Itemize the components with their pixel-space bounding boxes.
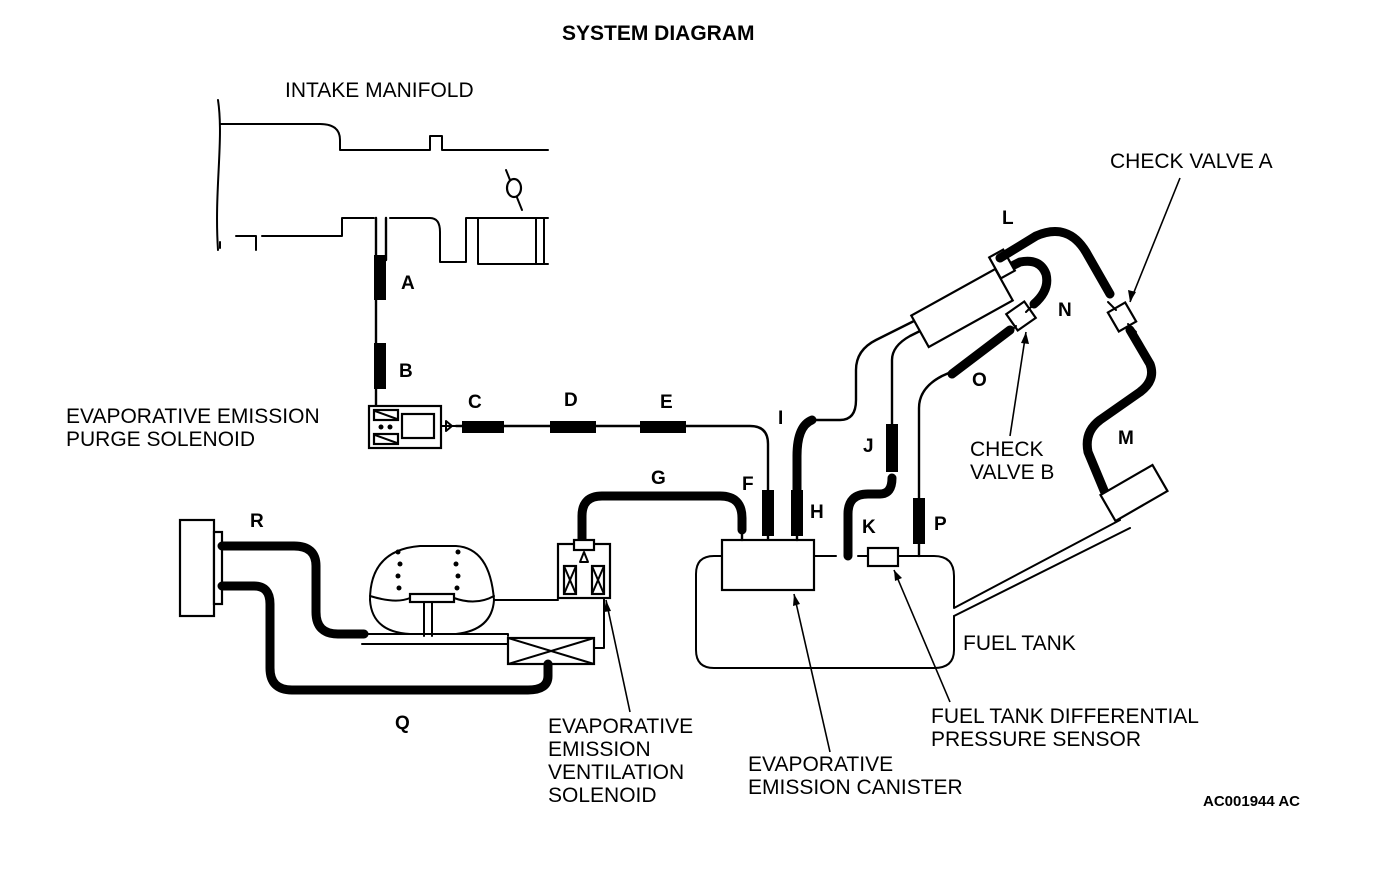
evaporative-emission-canister (720, 528, 816, 592)
check-valve-b-label-2: VALVE B (970, 461, 1054, 484)
pressure-sensor-label-2: PRESSURE SENSOR (931, 728, 1141, 751)
hose-l-label: L (1002, 208, 1014, 229)
purge-line (454, 424, 770, 542)
pressure-sensor-label-1: FUEL TANK DIFFERENTIAL (931, 705, 1199, 728)
fuel-tank-label: FUEL TANK (963, 632, 1076, 655)
hose-b-label: B (399, 361, 413, 382)
hose-g (577, 491, 747, 549)
hose-c-label: C (468, 392, 482, 413)
hose-o-label: O (972, 370, 987, 391)
hose-a-label: A (401, 273, 415, 294)
hose-m (1082, 325, 1157, 505)
hose-g-label: G (651, 468, 666, 489)
vapor-separator (369, 545, 559, 637)
hose-r (217, 541, 369, 639)
vent-solenoid-label-1: EVAPORATIVE (548, 715, 693, 738)
hose-k-label: K (862, 517, 876, 538)
vent-solenoid-leader (605, 599, 631, 713)
hose-k (843, 473, 897, 561)
fuel-tank-differential-pressure-sensor (866, 546, 900, 568)
check-valve-b-leader (1009, 331, 1027, 437)
hose-d-label: D (564, 390, 578, 411)
hose-e-label: E (660, 392, 673, 413)
air-filter (361, 597, 605, 666)
hose-e (640, 421, 686, 433)
hose-i-label: I (778, 408, 783, 429)
hose-o (947, 325, 1015, 379)
check-valve-a-label: CHECK VALVE A (1110, 150, 1273, 173)
hose-f (762, 490, 774, 536)
hose-m-label: M (1118, 428, 1134, 449)
hose-p (913, 498, 925, 544)
hose-r-label: R (250, 511, 264, 532)
purge-solenoid-label-2: PURGE SOLENOID (66, 428, 255, 451)
two-way-valve (909, 248, 1017, 349)
hose-c (462, 421, 504, 433)
vent-solenoid-label-4: SOLENOID (548, 784, 657, 807)
hose-h-label: H (810, 502, 824, 523)
pressure-sensor-leader (893, 569, 951, 703)
hose-j-label: J (863, 436, 874, 457)
hose-b (374, 343, 386, 389)
purge-solenoid (367, 404, 461, 450)
left-canister (178, 518, 216, 618)
intake-manifold-label: INTAKE MANIFOLD (285, 79, 474, 102)
hose-j (886, 424, 898, 472)
hose-f-label: F (742, 474, 754, 495)
hose-i (792, 415, 817, 495)
fuel-tank (695, 519, 1131, 669)
check-valve-a-leader (1129, 177, 1181, 303)
intake-manifold (216, 99, 549, 265)
vent-solenoid-label-3: VENTILATION (548, 761, 684, 784)
hose-p-label: P (934, 514, 947, 535)
ventilation-solenoid (556, 538, 612, 600)
hose-q (217, 581, 553, 695)
hose-l (995, 227, 1115, 299)
vent-solenoid-label-2: EMISSION (548, 738, 651, 761)
hose-a (374, 255, 386, 300)
check-valve-b-label-1: CHECK (970, 438, 1044, 461)
hose-n-label: N (1058, 300, 1072, 321)
hose-q-label: Q (395, 713, 410, 734)
hose-h (791, 490, 803, 536)
canister-leader (793, 593, 831, 753)
canister-label-1: EVAPORATIVE (748, 753, 893, 776)
figure-code: AC001944 AC (1203, 793, 1300, 810)
purge-solenoid-label-1: EVAPORATIVE EMISSION (66, 405, 320, 428)
canister-label-2: EMISSION CANISTER (748, 776, 963, 799)
fuel-filler-neck (1099, 463, 1169, 523)
hose-n (999, 256, 1052, 309)
hose-d (550, 421, 596, 433)
diagram-title: SYSTEM DIAGRAM (562, 22, 755, 45)
